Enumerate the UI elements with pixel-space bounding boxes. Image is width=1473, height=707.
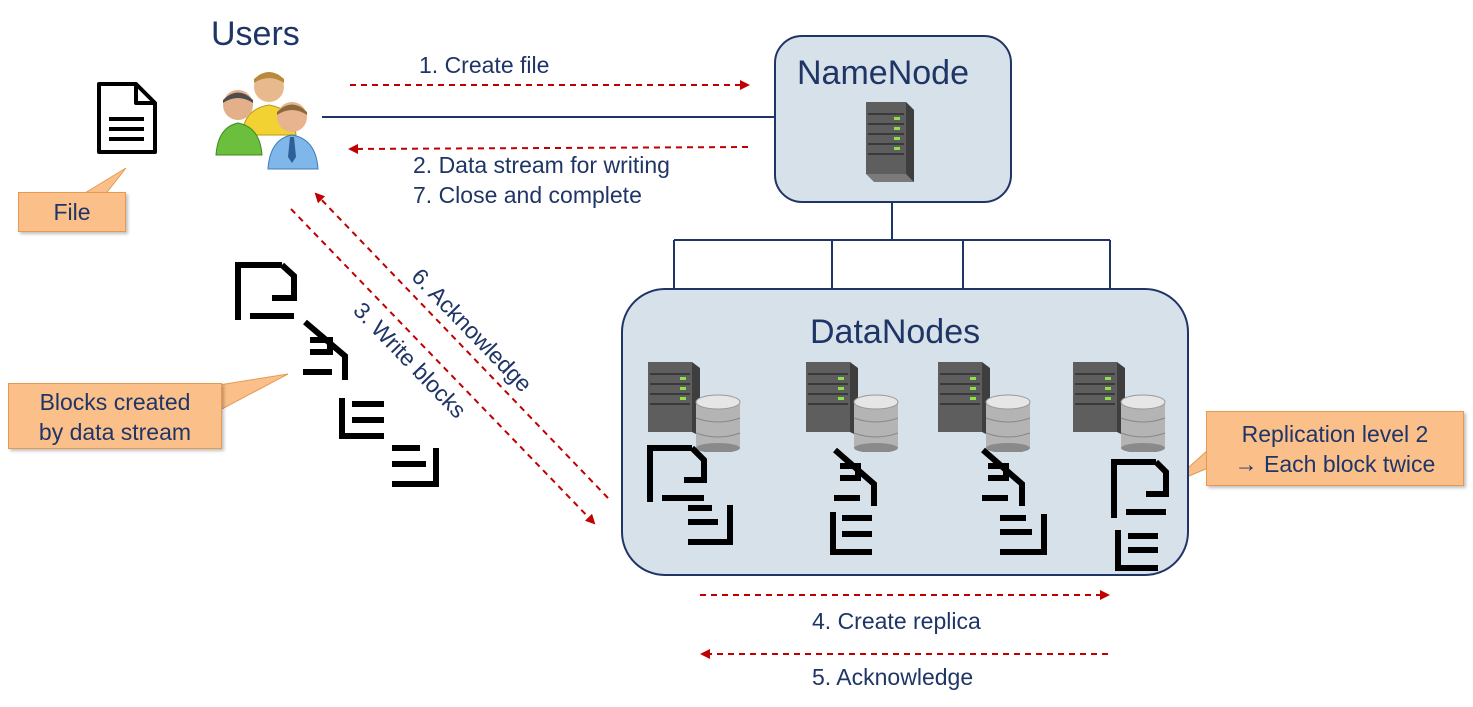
- block-fragment-icon: [1115, 530, 1158, 571]
- block-fragment-icon: [830, 512, 872, 555]
- step-7-label: 7. Close and complete: [413, 182, 642, 208]
- step-2-label: 2. Data stream for writing: [413, 152, 670, 178]
- file-callout: File: [18, 192, 126, 232]
- blocks-callout-line1: Blocks created: [39, 389, 191, 415]
- block-fragment-icon: [339, 398, 384, 439]
- block-fragment-icon: [1111, 459, 1169, 518]
- database-icon: [1120, 394, 1166, 452]
- block-fragment-icon: [303, 319, 348, 380]
- namenode-title: NameNode: [797, 54, 969, 92]
- block-fragment-icon: [688, 505, 733, 545]
- arrow-data-stream: [348, 143, 749, 154]
- step-4-label: 4. Create replica: [812, 608, 981, 634]
- arrow-write-blocks: [290, 208, 596, 525]
- block-fragment-icon: [833, 447, 877, 506]
- block-fragment-icon: [647, 445, 707, 502]
- replication-callout-line1: Replication level 2: [1241, 421, 1429, 447]
- users-title: Users: [211, 15, 300, 53]
- block-fragment-icon: [235, 262, 297, 320]
- block-fragment-icon: [981, 447, 1025, 506]
- database-icon: [853, 394, 899, 452]
- file-callout-text: File: [53, 199, 91, 225]
- document-icon: [97, 82, 157, 154]
- namenode-server-icon: [866, 102, 914, 182]
- datanode-2-server-icon: [806, 362, 899, 452]
- blocks-callout-line2: by data stream: [38, 419, 192, 445]
- block-fragment-icon: [392, 445, 439, 487]
- datanode-3-server-icon: [938, 362, 1031, 452]
- replication-callout-line2: → Each block twice: [1234, 451, 1436, 477]
- datanode-4-server-icon: [1073, 362, 1166, 452]
- step-1-label: 1. Create file: [419, 52, 550, 78]
- step-5-label: 5. Acknowledge: [812, 664, 974, 690]
- namenode-datanodes-tree: [673, 200, 1111, 288]
- block-fragment-icon: [1000, 514, 1047, 555]
- blocks-callout: Blocks created by data stream: [8, 383, 222, 449]
- datanodes-title: DataNodes: [810, 313, 981, 351]
- datanode-1-server-icon: [648, 362, 741, 452]
- database-icon: [695, 394, 741, 452]
- database-icon: [985, 394, 1031, 452]
- replication-callout: Replication level 2 → Each block twice: [1206, 411, 1464, 486]
- arrow-acknowledge-6: [314, 192, 609, 499]
- users-icon: [215, 72, 319, 170]
